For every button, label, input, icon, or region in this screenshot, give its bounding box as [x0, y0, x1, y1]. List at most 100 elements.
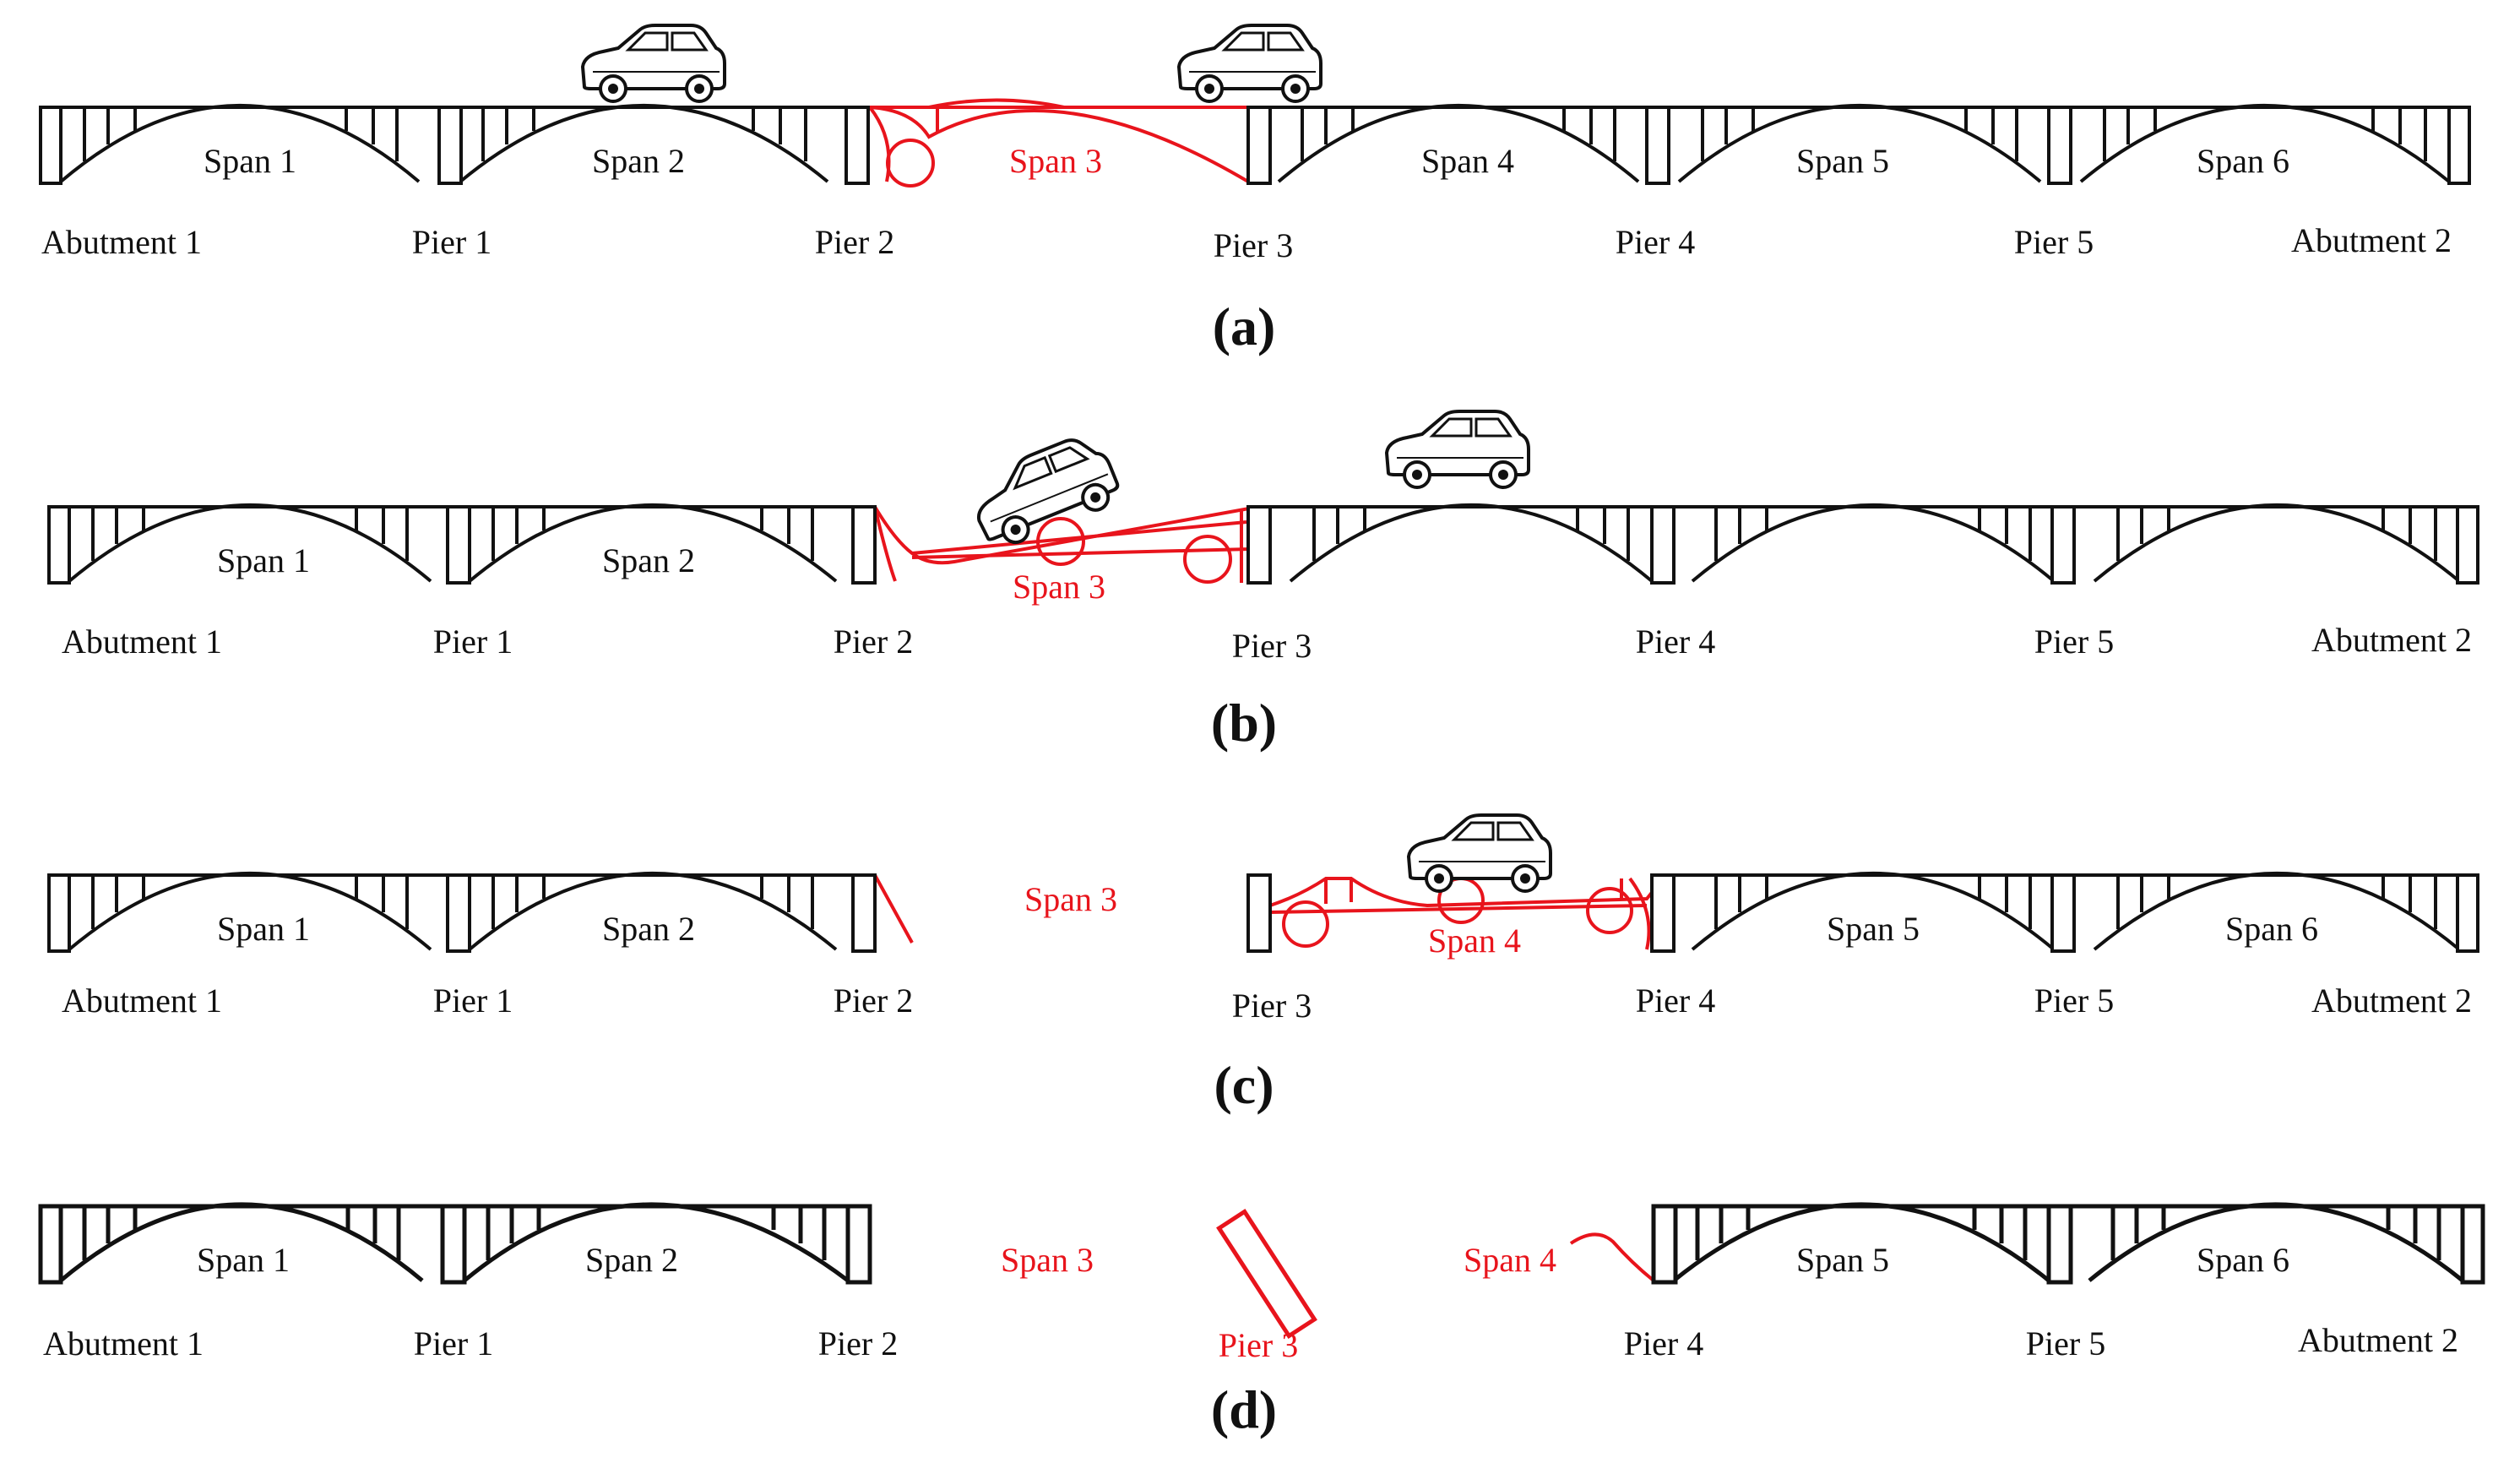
support-label: Pier 1: [414, 1324, 493, 1362]
span-label: Span 1: [204, 142, 296, 180]
support-label: Abutment 1: [62, 982, 222, 1020]
pier-5-block: [2046, 1204, 2073, 1285]
pier-3-block: [1246, 505, 1272, 585]
supports-a: [39, 106, 2471, 185]
pier-1-block: [437, 106, 463, 185]
span-1-structure: [41, 104, 439, 183]
span-2-structure: [439, 104, 848, 183]
support-label: Abutment 2: [2311, 621, 2472, 659]
panel-c: Span 1 Span 2 Span 3 Span 4 Span 5 Span …: [47, 813, 2479, 1115]
span-2-structure: [448, 872, 853, 951]
span-label: Span 5: [1796, 1241, 1889, 1279]
pier-4-block: [1650, 873, 1675, 953]
span-3-damaged-structure: [868, 98, 1250, 188]
pier-3-block: [1246, 873, 1272, 953]
support-label: Pier 3: [1214, 226, 1293, 264]
support-label: Pier 2: [818, 1324, 898, 1362]
panel-caption: (d): [1211, 1379, 1277, 1439]
support-label-damaged: Pier 3: [1219, 1326, 1298, 1364]
panel-a: Span 1 Span 2 Span 3 Span 4 Span 5 Span …: [39, 24, 2471, 356]
panel-b: Span 1 Span 2 Span 3 Abutment 1 Pier 1 P…: [47, 410, 2479, 753]
supports-d: [38, 1204, 2485, 1285]
support-label: Pier 1: [433, 623, 513, 661]
span-label: Span 2: [592, 142, 685, 180]
span-label: Span 6: [2197, 1241, 2289, 1279]
span-2-structure: [448, 503, 853, 583]
panel-caption: (b): [1211, 693, 1277, 753]
pier-5-block: [2050, 505, 2076, 585]
support-label: Pier 4: [1616, 223, 1695, 261]
span-2-structure: [443, 1202, 870, 1282]
pier-4-block: [1645, 106, 1670, 185]
span-label: Span 1: [217, 541, 310, 579]
support-label: Pier 3: [1232, 987, 1312, 1025]
pier-1-block: [446, 873, 471, 953]
span-label: Span 5: [1796, 142, 1889, 180]
support-label: Abutment 2: [2291, 221, 2452, 259]
span-label-damaged: Span 4: [1428, 922, 1521, 960]
support-label: Abutment 1: [41, 223, 202, 261]
pier-1-block: [446, 505, 471, 585]
pier-2-block: [845, 106, 870, 185]
span-1-structure: [41, 1202, 443, 1282]
span-label-damaged: Span 3: [1024, 880, 1117, 918]
span-4-structure: [1258, 104, 1659, 183]
span-label-damaged: Span 3: [1009, 142, 1102, 180]
car-icon: [1407, 813, 1552, 893]
support-label: Pier 5: [2014, 223, 2094, 261]
support-label: Pier 3: [1232, 627, 1312, 665]
span-3-stub: [873, 874, 914, 944]
span-label: Span 2: [602, 910, 695, 948]
pier-3-toppled-block: [1216, 1208, 1317, 1340]
panel-caption: (c): [1214, 1055, 1274, 1115]
span-5-structure: [1659, 104, 2061, 183]
span-4-stub: [1569, 1232, 1655, 1282]
car-icon: [1177, 24, 1322, 103]
pier-2-block: [851, 873, 877, 953]
span-5-structure: [1672, 503, 2074, 583]
span-6-structure: [2074, 872, 2478, 951]
span-5-structure: [1672, 872, 2074, 951]
panel-d: Span 1 Span 2 Span 3 Span 4 Span 5 Span …: [38, 1202, 2485, 1439]
span-4-structure: [1270, 503, 1672, 583]
span-1-structure: [49, 503, 448, 583]
support-label: Abutment 1: [62, 623, 222, 661]
support-label: Abutment 2: [2298, 1321, 2458, 1359]
span-6-structure: [2061, 104, 2469, 183]
pier-4-block: [1650, 505, 1675, 585]
support-label: Abutment 2: [2311, 982, 2472, 1020]
supports-b: [47, 505, 2479, 585]
abutment-1-block: [38, 1204, 63, 1285]
span-label: Span 2: [602, 541, 695, 579]
pier-1-block: [440, 1204, 467, 1285]
span-label-damaged: Span 3: [1013, 568, 1105, 606]
pier-2-block: [845, 1204, 872, 1285]
abutment-2-block: [2456, 505, 2479, 585]
support-label: Pier 2: [834, 623, 913, 661]
abutment-2-block: [2447, 106, 2471, 185]
span-label: Span 2: [585, 1241, 678, 1279]
abutment-1-block: [39, 106, 62, 185]
support-label: Pier 2: [815, 223, 894, 261]
abutment-2-block: [2456, 873, 2479, 953]
pier-5-block: [2050, 873, 2076, 953]
span-4-collapsed-structure: [1269, 873, 1662, 950]
abutment-1-block: [47, 873, 71, 953]
support-label: Pier 5: [2026, 1324, 2105, 1362]
span-3-collapsed-structure: [873, 505, 1259, 584]
support-label: Pier 5: [2034, 623, 2114, 661]
pier-4-block: [1651, 1204, 1678, 1285]
span-label: Span 6: [2225, 910, 2318, 948]
span-label-damaged: Span 4: [1464, 1241, 1556, 1279]
pier-5-block: [2047, 106, 2072, 185]
support-label: Pier 4: [1636, 623, 1715, 661]
supports-c: [47, 873, 2479, 953]
support-label: Pier 1: [412, 223, 492, 261]
span-1-structure: [49, 872, 448, 951]
span-label: Span 5: [1827, 910, 1920, 948]
span-label: Span 4: [1421, 142, 1514, 180]
car-icon: [581, 24, 726, 103]
support-label: Pier 4: [1636, 982, 1715, 1020]
abutment-2-block: [2460, 1204, 2485, 1285]
